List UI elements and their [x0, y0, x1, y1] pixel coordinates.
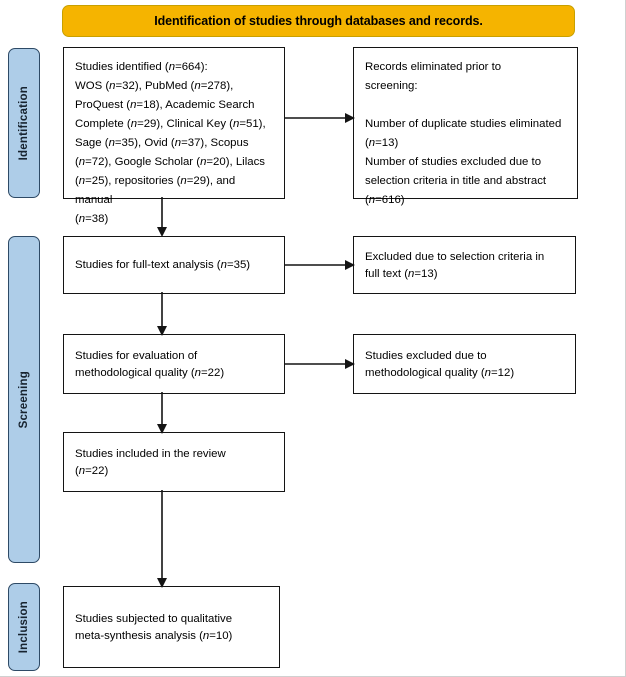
arrow-identified-to-eliminated [283, 108, 357, 128]
arrow-methodological-to-excluded [283, 354, 357, 374]
arrow-identified-to-full-text [152, 197, 172, 239]
arrow-methodological-to-included [152, 392, 172, 436]
box-studies-included-review-text: Studies included in the review(n=22) [75, 447, 226, 477]
arrow-included-to-qualitative [152, 490, 172, 590]
arrow-full-text-to-methodological [152, 292, 172, 338]
diagram-header-banner: Identification of studies through databa… [62, 5, 575, 37]
diagram-title: Identification of studies through databa… [154, 14, 483, 28]
stage-label-inclusion: Inclusion [8, 583, 40, 671]
stage-label-identification: Identification [8, 48, 40, 198]
stage-label-inclusion-text: Inclusion [18, 600, 30, 654]
box-studies-identified: Studies identified (n=664):WOS (n=32), P… [63, 47, 285, 225]
box-studies-full-text-analysis: Studies for full-text analysis (n=35) [63, 236, 285, 294]
arrow-full-text-to-excluded [283, 255, 357, 275]
box-studies-included-review: Studies included in the review(n=22) [63, 432, 285, 492]
box-studies-full-text-analysis-text: Studies for full-text analysis (n=35) [75, 259, 251, 271]
box-studies-identified-text: Studies identified (n=664):WOS (n=32), P… [75, 61, 266, 225]
stage-label-screening-text: Screening [18, 370, 30, 429]
stage-label-identification-text: Identification [18, 85, 30, 161]
stage-label-screening: Screening [8, 236, 40, 563]
